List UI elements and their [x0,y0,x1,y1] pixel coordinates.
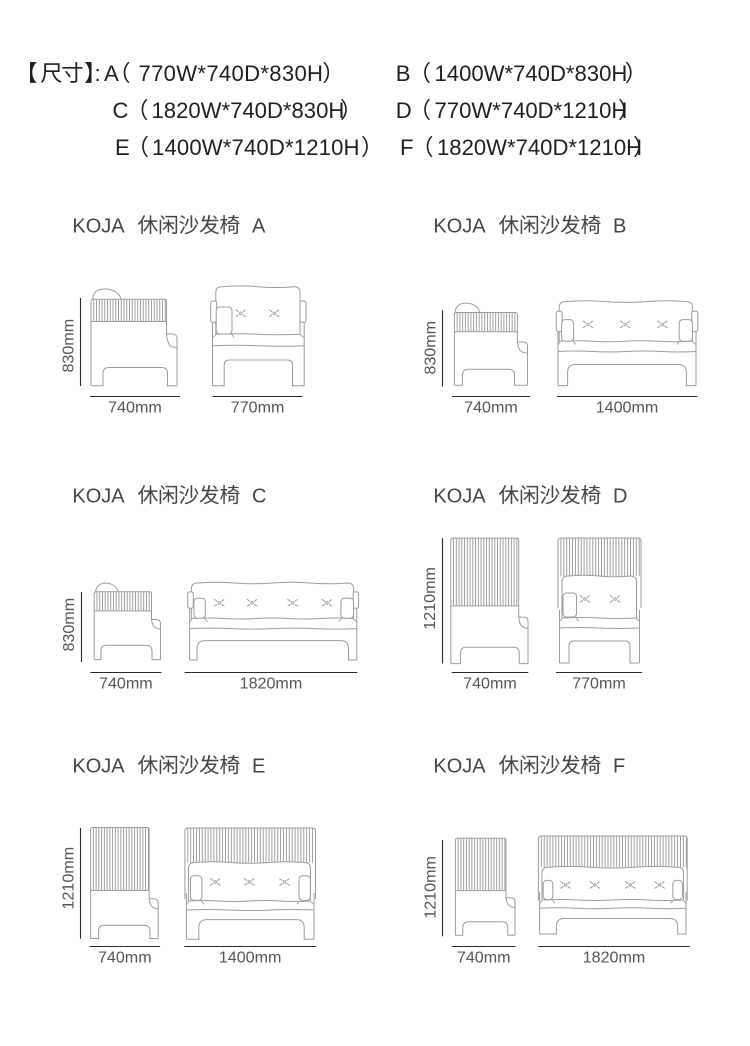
svg-text:E: E [115,135,130,160]
svg-text:D: D [613,486,627,508]
svg-text:830mm: 830mm [422,321,440,375]
svg-text:740mm: 740mm [464,399,518,417]
svg-text:740mm: 740mm [457,949,511,967]
svg-text:C: C [113,98,129,123]
svg-text:F: F [613,756,625,778]
svg-text::: : [95,61,101,86]
svg-text:1820W*740D*830H: 1820W*740D*830H [152,98,345,123]
svg-text:A: A [104,61,119,86]
svg-text:A: A [252,216,266,238]
svg-text:1400W*740D*1210H: 1400W*740D*1210H [152,135,360,160]
svg-text:770W*740D*830H: 770W*740D*830H [139,61,324,86]
svg-text:F: F [400,135,414,160]
svg-text:KOJA: KOJA [72,216,125,238]
svg-text:D: D [396,98,412,123]
svg-text:C: C [252,486,266,508]
svg-text:1820mm: 1820mm [240,675,303,693]
svg-text:KOJA: KOJA [433,216,486,238]
svg-text:KOJA: KOJA [433,486,486,508]
svg-text:830mm: 830mm [60,319,78,373]
svg-text:1820W*740D*1210H: 1820W*740D*1210H [437,135,642,160]
svg-text:1210mm: 1210mm [421,567,439,630]
svg-text:E: E [252,756,265,778]
svg-text:740mm: 740mm [99,675,153,693]
svg-text:770mm: 770mm [572,675,626,693]
svg-text:740mm: 740mm [108,399,162,417]
svg-text:1210mm: 1210mm [60,847,78,910]
svg-text:1400W*740D*830H: 1400W*740D*830H [435,61,628,86]
svg-text:770W*740D*1210H: 770W*740D*1210H [435,98,628,123]
svg-text:KOJA: KOJA [72,756,125,778]
svg-text:B: B [396,61,411,86]
svg-text:1820mm: 1820mm [583,949,646,967]
svg-text:1210mm: 1210mm [421,856,439,919]
svg-text:830mm: 830mm [60,598,78,652]
svg-text:KOJA: KOJA [433,756,486,778]
svg-text:1400mm: 1400mm [596,399,659,417]
svg-text:KOJA: KOJA [72,486,125,508]
svg-text:1400mm: 1400mm [219,949,282,967]
svg-text:770mm: 770mm [231,399,285,417]
svg-text:B: B [613,216,626,238]
svg-text:740mm: 740mm [463,675,517,693]
svg-text:740mm: 740mm [98,949,152,967]
